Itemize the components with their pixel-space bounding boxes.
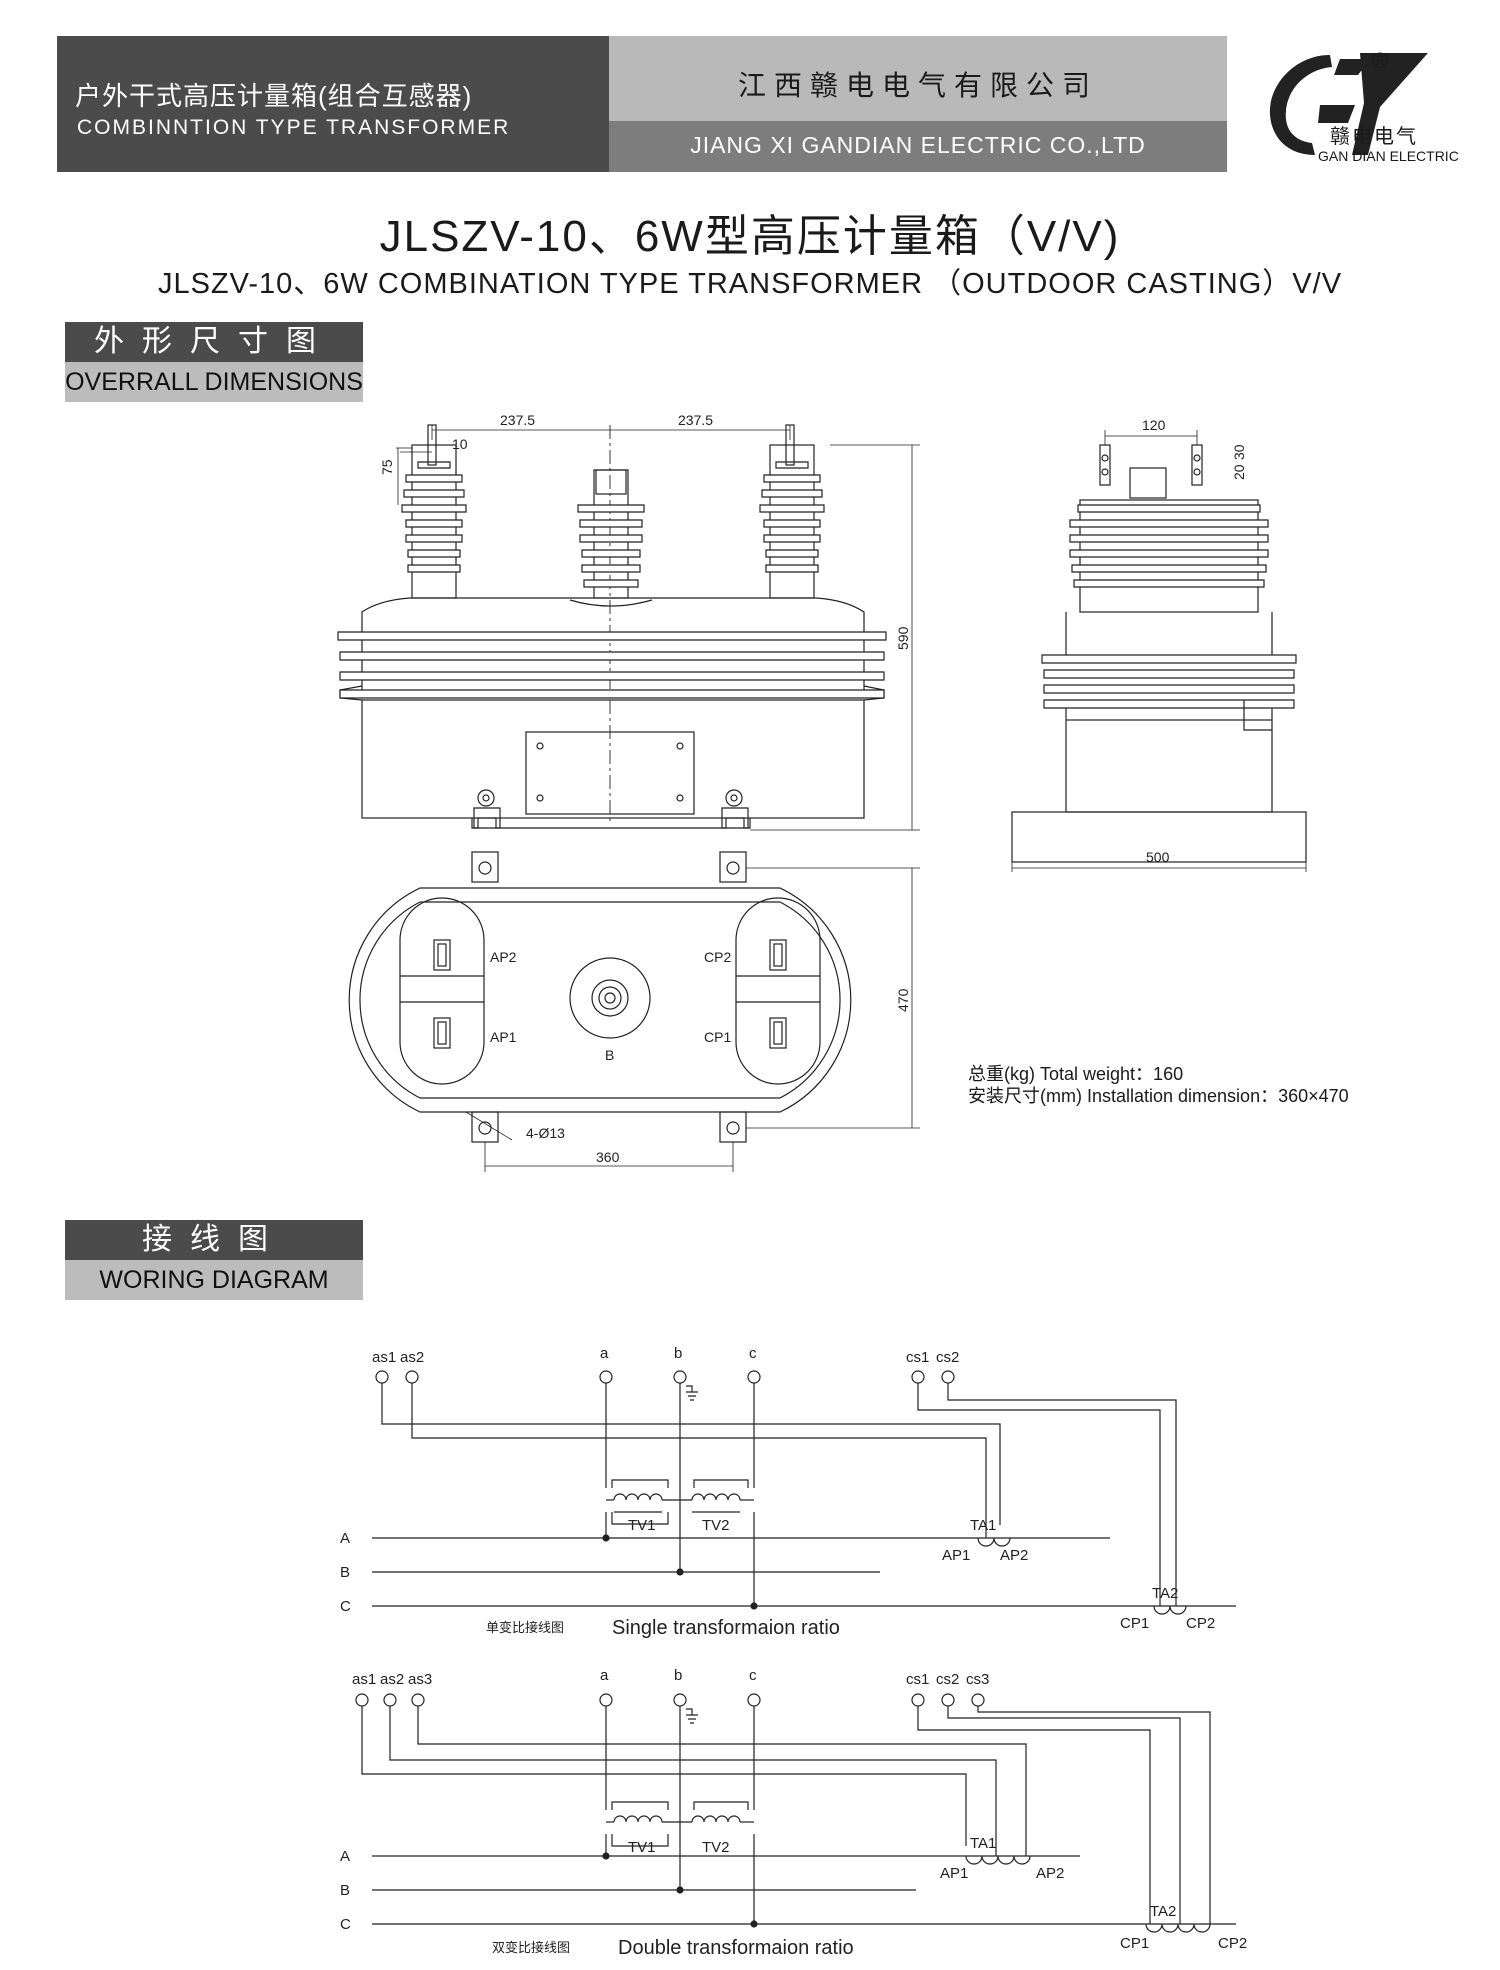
page-title: JLSZV-10、6W型高压计量箱（V/V) xyxy=(379,212,1121,261)
dim-120: 120 xyxy=(1142,417,1166,433)
term-cs1-double: cs1 xyxy=(906,1671,929,1688)
header-right-panel: 江西赣电电气有限公司 JIANG XI GANDIAN ELECTRIC CO.… xyxy=(609,36,1227,172)
section-dimensions-en: OVERRALL DIMENSIONS xyxy=(65,362,363,402)
cp2-double: CP2 xyxy=(1218,1935,1247,1952)
term-c-double: c xyxy=(749,1667,757,1684)
right-insulator xyxy=(759,424,825,599)
dim-500: 500 xyxy=(1146,849,1170,865)
section-wiring-en: WORING DIAGRAM xyxy=(65,1260,363,1300)
cp2-single: CP2 xyxy=(1186,1615,1215,1632)
dim-20: 20 xyxy=(1231,464,1247,480)
term-cs3-double: cs3 xyxy=(966,1671,989,1688)
wiring-single xyxy=(372,1370,1236,1615)
registered-mark: ® xyxy=(1372,48,1389,73)
tv1-single: TV1 xyxy=(628,1517,656,1534)
bus-c-double: C xyxy=(340,1916,351,1933)
term-cs2-double: cs2 xyxy=(936,1671,959,1688)
total-weight: 总重(kg) Total weight：160 xyxy=(968,1064,1184,1084)
ta1-double: TA1 xyxy=(970,1835,996,1852)
caption-double-en: Double transformaion ratio xyxy=(618,1937,854,1959)
section-wiring: 接线图 WORING DIAGRAM xyxy=(65,1220,363,1300)
dim-right-spacing: 237.5 xyxy=(678,412,713,428)
installation-dimension: 安装尺寸(mm) Installation dimension：360×470 xyxy=(968,1086,1349,1106)
company-name-zh: 江西赣电电气有限公司 xyxy=(737,70,1098,101)
terminal-cp1: CP1 xyxy=(704,1029,731,1045)
logo-text-zh: 赣电电气 xyxy=(1330,126,1418,148)
dim-30: 30 xyxy=(1231,444,1247,460)
header-left-panel: 户外干式高压计量箱(组合互感器) COMBINNTION TYPE TRANSF… xyxy=(57,36,609,172)
ap1-double: AP1 xyxy=(940,1865,968,1882)
centre-insulator xyxy=(569,469,653,607)
terminal-ap1: AP1 xyxy=(490,1029,517,1045)
plan-view xyxy=(348,851,920,1172)
dim-75: 75 xyxy=(379,459,395,475)
company-logo xyxy=(1269,53,1428,155)
bus-c-single: C xyxy=(340,1598,351,1615)
section-wiring-zh: 接线图 xyxy=(65,1220,363,1260)
dim-hole: 4-Ø13 xyxy=(526,1125,565,1141)
term-as1-single: as1 xyxy=(372,1349,396,1366)
terminal-cp2: CP2 xyxy=(704,949,731,965)
term-a-single: a xyxy=(600,1345,609,1362)
term-cs2-single: cs2 xyxy=(936,1349,959,1366)
bus-a-single: A xyxy=(340,1530,350,1547)
term-as2-single: as2 xyxy=(400,1349,424,1366)
caption-single-zh: 单变比接线图 xyxy=(486,1620,564,1636)
term-as2-double: as2 xyxy=(380,1671,404,1688)
caption-double-zh: 双变比接线图 xyxy=(492,1940,570,1956)
company-name-bar xyxy=(609,121,1227,172)
dim-360: 360 xyxy=(596,1149,620,1165)
ta2-single: TA2 xyxy=(1152,1585,1178,1602)
bus-b-single: B xyxy=(340,1564,350,1581)
term-b-single: b xyxy=(674,1345,682,1362)
header-product-en: COMBINNTION TYPE TRANSFORMER xyxy=(77,116,511,139)
tv2-single: TV2 xyxy=(702,1517,730,1534)
section-dimensions-zh: 外形尺寸图 xyxy=(65,322,363,362)
term-as3-double: as3 xyxy=(408,1671,432,1688)
tv2-double: TV2 xyxy=(702,1839,730,1856)
page-subtitle: JLSZV-10、6W COMBINATION TYPE TRANSFORMER… xyxy=(157,268,1343,300)
cp1-single: CP1 xyxy=(1120,1615,1149,1632)
ap2-single: AP2 xyxy=(1000,1547,1028,1564)
ap1-single: AP1 xyxy=(942,1547,970,1564)
logo-text-en: GAN DIAN ELECTRIC xyxy=(1318,148,1459,164)
caption-single-en: Single transformaion ratio xyxy=(612,1617,840,1639)
term-cs1-single: cs1 xyxy=(906,1349,929,1366)
dim-10: 10 xyxy=(452,436,468,452)
header-product-zh: 户外干式高压计量箱(组合互感器) xyxy=(75,81,473,111)
dim-470: 470 xyxy=(895,988,911,1012)
term-as1-double: as1 xyxy=(352,1671,376,1688)
cp1-double: CP1 xyxy=(1120,1935,1149,1952)
front-view xyxy=(337,424,920,831)
ap2-double: AP2 xyxy=(1036,1865,1064,1882)
dim-left-spacing: 237.5 xyxy=(500,412,535,428)
side-view xyxy=(1011,430,1307,872)
tv1-double: TV1 xyxy=(628,1839,656,1856)
ta2-double: TA2 xyxy=(1150,1903,1176,1920)
term-b-double: b xyxy=(674,1667,682,1684)
wiring-double xyxy=(355,1693,1236,1933)
dim-590: 590 xyxy=(895,626,911,650)
ta1-single: TA1 xyxy=(970,1517,996,1534)
terminal-b: B xyxy=(605,1047,614,1063)
term-c-single: c xyxy=(749,1345,757,1362)
section-dimensions: 外形尺寸图 OVERRALL DIMENSIONS xyxy=(65,322,363,402)
header-banner: 户外干式高压计量箱(组合互感器) COMBINNTION TYPE TRANSF… xyxy=(57,36,1227,172)
bus-a-double: A xyxy=(340,1848,350,1865)
term-a-double: a xyxy=(600,1667,609,1684)
company-name-en: JIANG XI GANDIAN ELECTRIC CO.,LTD xyxy=(690,132,1146,158)
bus-b-double: B xyxy=(340,1882,350,1899)
terminal-ap2: AP2 xyxy=(490,949,517,965)
